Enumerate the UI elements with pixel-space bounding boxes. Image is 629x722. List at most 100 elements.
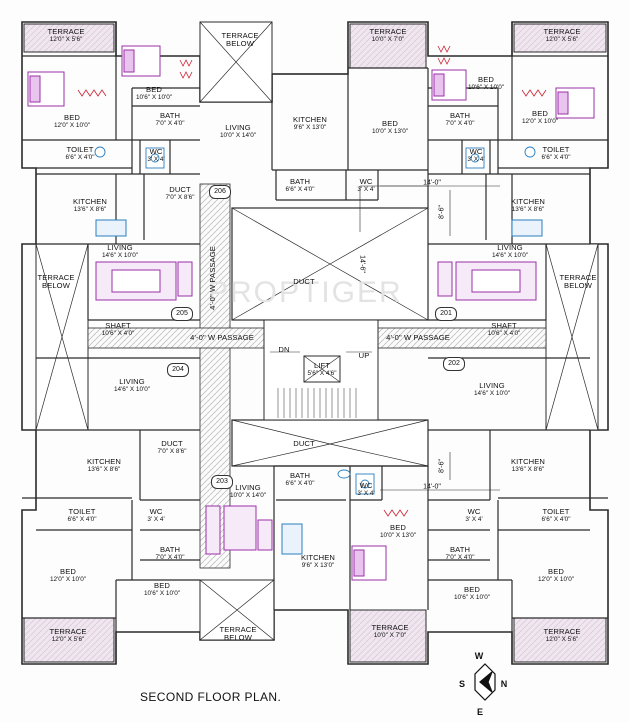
central-ducts [231, 207, 429, 467]
left-walls [22, 22, 200, 664]
fixtures [94, 146, 536, 495]
terrace-top-c [349, 23, 427, 69]
terrace-below-boxes [35, 21, 599, 641]
stair-core [263, 319, 379, 421]
unit-tag-203: 203 [211, 475, 233, 489]
compass-e-label: E [476, 707, 484, 717]
dim-14-0-top: 14'-0" [423, 179, 441, 187]
centre-walls [271, 67, 429, 610]
terrace-tl [23, 23, 115, 53]
furniture-wardrobes [77, 45, 547, 517]
terrace-tr [513, 23, 607, 53]
passage-right-label: 4'-0" W PASSAGE [386, 333, 450, 342]
unit-tag-201: 201 [435, 307, 457, 321]
compass-n-label: N [500, 679, 508, 689]
room-duct-mid: DUCT [293, 439, 315, 448]
watermark: PROPTIGER [208, 276, 403, 309]
furniture-beds [27, 45, 595, 581]
right-walls [428, 22, 608, 664]
unit-tag-204: 204 [167, 363, 189, 377]
dim-14-6: 14'-6" [358, 255, 366, 273]
dim-8-6-top: 8'-6" [438, 205, 446, 219]
dim-14-0-mid: 14'-0" [423, 483, 441, 491]
plan-title: SECOND FLOOR PLAN. [140, 690, 282, 704]
furniture-sofas [95, 261, 537, 555]
passage-vertical-label: 4'-0" W PASSAGE [208, 246, 217, 310]
compass-w-label: W [474, 651, 484, 661]
dimension-lines [380, 185, 500, 491]
stair-up-label: UP [358, 351, 370, 360]
room-duct-top: DUCT [293, 277, 315, 286]
terrace-bottom-c [349, 609, 427, 663]
passage-vertical [199, 183, 231, 569]
stair-dn-label: DN [278, 345, 290, 354]
compass-s-label: S [458, 679, 466, 689]
unit-tag-202: 202 [443, 357, 465, 371]
terrace-bl [23, 617, 115, 663]
terrace-br [513, 617, 607, 663]
building-outline [21, 21, 609, 665]
furniture-dining [95, 219, 543, 555]
passage-left-label: 4'-0" W PASSAGE [190, 333, 254, 342]
unit-tag-205: 205 [171, 307, 193, 321]
compass-rose [474, 663, 496, 701]
unit-tag-206: 206 [209, 185, 231, 199]
dim-8-6-mid: 8'-6" [438, 459, 446, 473]
